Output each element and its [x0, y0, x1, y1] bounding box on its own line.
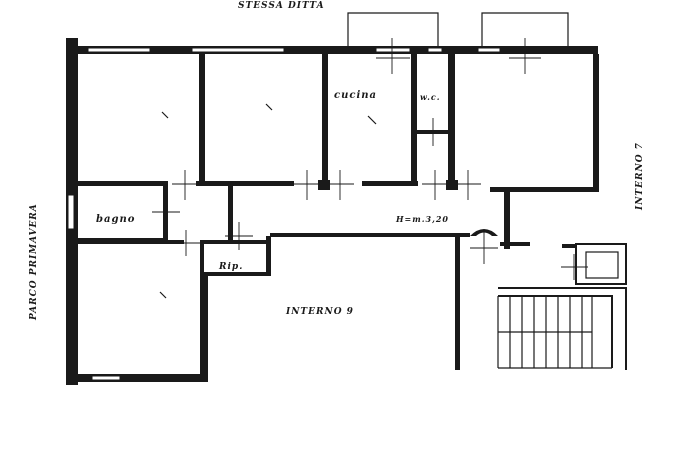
outer-walls	[66, 38, 599, 385]
label-ripostiglio: Rip.	[218, 262, 243, 272]
label-interno-7: INTERNO 7	[635, 142, 645, 211]
construction-crosses	[152, 38, 588, 280]
label-ceiling-height: H=m.3,20	[395, 214, 449, 224]
entrance-arch	[470, 229, 498, 236]
interior-walls	[78, 54, 458, 276]
label-parco-primavera: PARCO PRIMAVERA	[29, 203, 39, 321]
label-stessa-ditta: STESSA DITTA	[238, 1, 325, 11]
lift-shaft	[562, 243, 627, 285]
windows	[67, 47, 501, 381]
staircase	[497, 287, 627, 370]
label-wc: w.c.	[420, 92, 441, 102]
label-interno-9: INTERNO 9	[285, 307, 354, 317]
room-ticks	[159, 103, 377, 299]
balconies	[347, 12, 569, 48]
label-bagno: bagno	[96, 214, 135, 225]
label-cucina: cucina	[334, 90, 377, 101]
